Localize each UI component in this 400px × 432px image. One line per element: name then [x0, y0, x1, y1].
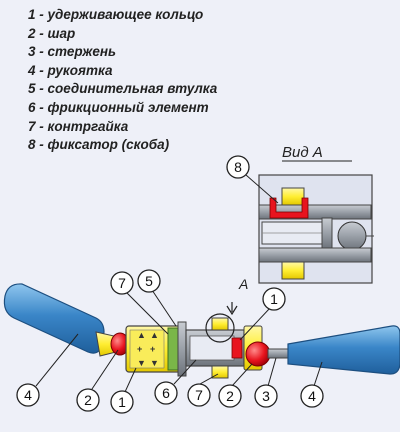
mark: + — [150, 344, 155, 354]
sleeve-markings: ▲ ▲ + + ▼ ▼ — [137, 330, 159, 368]
callout-circle — [300, 384, 324, 408]
legend-item: 1 - удерживающее кольцо — [28, 7, 204, 22]
callout-handle-right: 4 — [308, 388, 316, 404]
callout-circle — [154, 381, 178, 405]
friction-element — [231, 337, 243, 359]
callout-handle-left: 4 — [24, 387, 32, 403]
legend: 1 - удерживающее кольцо 2 - шар 3 - стер… — [28, 6, 217, 155]
legend-item: 2 - шар — [28, 25, 76, 41]
callout-circle — [16, 383, 40, 407]
nut-top — [211, 317, 229, 331]
callout-circle — [110, 390, 134, 414]
assembly: ▲ ▲ + + ▼ ▼ A — [3, 276, 400, 379]
detail-housing-lower — [258, 247, 372, 263]
callout-nut-bottom: 7 — [195, 387, 203, 403]
callout-circle — [137, 269, 161, 293]
leader — [125, 291, 169, 335]
legend-item: 8 - фиксатор (скоба) — [28, 137, 170, 153]
legend-item: 3 - стержень — [28, 44, 117, 60]
mark: ▲ — [150, 330, 159, 340]
leader — [239, 307, 271, 341]
detail-friction — [321, 217, 333, 249]
callout-circle — [218, 384, 242, 408]
callout-circle-8 — [226, 155, 250, 179]
callout-leader — [245, 174, 279, 204]
callout-8: 8 — [234, 159, 242, 175]
ring-green — [167, 327, 179, 371]
callout-sleeve-top: 5 — [145, 273, 153, 289]
callout-circle — [76, 388, 100, 412]
detail-nut-top — [281, 187, 305, 206]
mark: ▼ — [137, 358, 146, 368]
leader — [124, 367, 137, 393]
callout-ball-left: 2 — [84, 392, 92, 408]
rod — [267, 348, 291, 359]
callout-nut-top: 7 — [118, 275, 126, 291]
leader — [35, 333, 79, 387]
mark: ▲ — [137, 330, 146, 340]
leader — [267, 357, 277, 387]
view-title: Вид А — [282, 144, 323, 161]
ball-right — [245, 341, 271, 367]
detail-ball — [337, 221, 367, 251]
leader — [173, 359, 197, 385]
legend-item: 6 - фрикционный элемент — [28, 99, 209, 115]
detail-nut-bottom — [281, 261, 305, 280]
callouts: 4 2 1 6 7 2 3 4 7 5 1 — [16, 269, 324, 414]
callout-circle — [110, 271, 134, 295]
leader — [313, 361, 323, 387]
callout-circle — [254, 384, 278, 408]
leader — [151, 289, 177, 327]
detail-fixator — [269, 197, 309, 219]
legend-item: 4 - рукоятка — [28, 62, 113, 78]
callout-circle — [262, 287, 286, 311]
leader — [199, 373, 219, 385]
view-marker: A — [238, 276, 248, 292]
detail-view: Вид А 8 — [226, 144, 374, 284]
leaders — [35, 289, 323, 393]
leader — [89, 349, 119, 393]
handle-left — [3, 283, 105, 354]
leader — [231, 363, 253, 387]
legend-item: 5 - соединительная втулка — [28, 81, 218, 97]
view-arrow-head — [226, 305, 238, 316]
mark: ▼ — [150, 358, 159, 368]
callout-rod: 3 — [262, 388, 270, 404]
sleeve-inner — [129, 329, 165, 369]
view-circle — [205, 313, 235, 343]
legend-item: 7 - контргайка — [28, 118, 129, 134]
lock-nut-left — [177, 321, 187, 377]
callout-sleeve-bottom: 6 — [162, 385, 170, 401]
callout-ring-left: 1 — [118, 394, 126, 410]
mark: + — [137, 344, 142, 354]
handle-right — [287, 325, 400, 375]
callout-ball-right: 2 — [226, 388, 234, 404]
callout-circle — [187, 383, 211, 407]
callout-ring-top: 1 — [270, 291, 278, 307]
